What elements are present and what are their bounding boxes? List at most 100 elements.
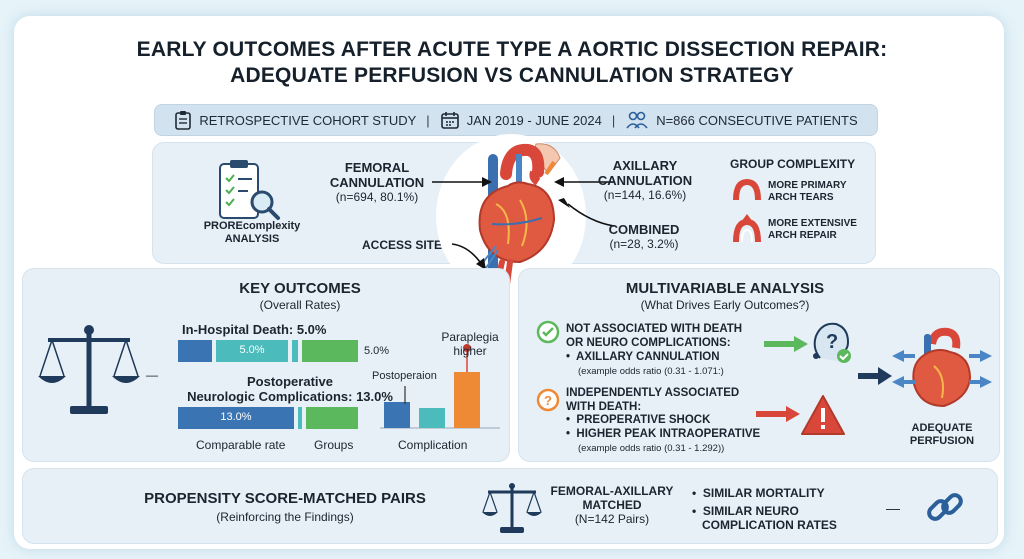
neuro-label-line1: Postoperative <box>247 374 333 389</box>
perfusion-heart-icon <box>892 327 992 408</box>
femoral-title-2: CANNULATION <box>329 175 425 190</box>
finding-2-line2: COMPLICATION RATES <box>702 518 837 532</box>
adequate-line2: PERFUSION <box>909 435 975 447</box>
femoral-count: (n=694, 80.1%) <box>335 190 419 204</box>
study-design: RETROSPECTIVE COHORT STUDY <box>174 110 416 130</box>
independent-item-2-label: HIGHER PEAK INTRAOPERATIVE <box>576 428 761 440</box>
title-line-1: EARLY OUTCOMES AFTER ACUTE TYPE A AORTIC… <box>136 38 888 61</box>
matched-line1: FEMORAL-AXILLARY <box>550 484 674 498</box>
neuro-bar-segment-1: 13.0% <box>178 407 294 429</box>
complexity-item-1-line2: ARCH TEARS <box>768 192 834 203</box>
death-side-value: 5.0% <box>364 345 390 357</box>
key-outcomes-subtitle: (Overall Rates) <box>259 298 341 312</box>
independent-item-1: • PREOPERATIVE SHOCK <box>566 414 711 426</box>
matched-count: (N=142 Pairs) <box>574 512 650 526</box>
svg-text:?: ? <box>826 331 838 353</box>
adequate-line1: ADEQUATE <box>911 422 973 434</box>
death-bar-segment-2: 5.0% <box>216 340 288 362</box>
clipboard-icon <box>175 111 192 130</box>
neuro-bar-segment-3 <box>306 407 358 429</box>
separator: | <box>611 112 616 128</box>
complexity-item-2: MORE EXTENSIVE ARCH REPAIR <box>768 218 857 242</box>
key-outcomes-panel <box>22 268 510 462</box>
axillary-cannulation: AXILLARY CANNULATION (n=144, 16.6%) <box>590 158 700 203</box>
paraplegia-label: Paraplegia higher <box>432 330 508 358</box>
caption-comparable: Comparable rate <box>196 438 286 452</box>
svg-text:?: ? <box>544 393 552 408</box>
multivariable-subtitle: (What Drives Early Outcomes?) <box>640 298 810 312</box>
complication-bar-chart <box>380 344 500 429</box>
clipboard-magnifier-icon <box>219 160 280 220</box>
separator: | <box>426 112 430 128</box>
propensity-dash: — <box>886 500 900 516</box>
analysis-label-line1: PROREcomplexity <box>203 220 301 232</box>
top-arrows-right <box>554 177 615 227</box>
adequate-perfusion-label: ADEQUATE PERFUSION <box>900 422 984 448</box>
combined-count: (n=28, 3.2%) <box>609 237 679 251</box>
study-info-bar: RETROSPECTIVE COHORT STUDY | JAN 2019 - … <box>154 104 878 136</box>
finding-2: • SIMILAR NEURO COMPLICATION RATES <box>692 504 837 532</box>
propensity-title: PROPENSITY SCORE-MATCHED PAIRS <box>144 490 426 507</box>
analysis-label-line2: ANALYSIS <box>224 233 280 245</box>
chart-bar-1 <box>419 408 445 428</box>
femoral-title-1: FEMORAL <box>344 160 410 175</box>
top-arrows-left <box>432 177 492 270</box>
study-dates-label: JAN 2019 - JUNE 2024 <box>466 112 602 128</box>
independent-item-1-label: PREOPERATIVE SHOCK <box>576 414 711 426</box>
caption-groups: Groups <box>314 438 354 452</box>
axillary-title-2: CANNULATION <box>597 173 693 188</box>
complexity-item-2-line2: ARCH REPAIR <box>768 230 837 241</box>
finding-1-label: SIMILAR MORTALITY <box>702 486 825 500</box>
neuro-label: Postoperative Neurologic Complications: … <box>182 374 398 404</box>
arch-repair-icon <box>733 214 761 243</box>
analysis-label: PROREcomplexity ANALYSIS <box>184 220 320 246</box>
neuro-bar-value: 13.0% <box>220 411 252 423</box>
not-associated-ci: (example odds ratio (0.31 - 1.071:) <box>578 366 724 377</box>
warning-icon <box>801 395 845 435</box>
check-circle-icon <box>536 320 560 344</box>
multivariable-title: MULTIVARIABLE ANALYSIS <box>625 280 825 297</box>
not-associated-item-label: AXILLARY CANNULATION <box>576 351 720 363</box>
study-dates: JAN 2019 - JUNE 2024 <box>440 110 602 130</box>
finding-2-line1: SIMILAR NEURO <box>702 504 799 518</box>
matched-line2: MATCHED <box>582 498 642 512</box>
independent-line1: INDEPENDENTLY ASSOCIATED <box>566 387 740 399</box>
death-bar-value: 5.0% <box>239 344 265 356</box>
neuro-bar-segment-2 <box>298 407 302 429</box>
finding-1: • SIMILAR MORTALITY <box>692 486 825 500</box>
green-arrow-icon <box>764 336 808 352</box>
study-patients: N=866 CONSECUTIVE PATIENTS <box>625 110 858 130</box>
not-associated-heading: NOT ASSOCIATED WITH DEATH OR NEURO COMPL… <box>566 322 742 350</box>
femoral-cannulation: FEMORAL CANNULATION (n=694, 80.1%) <box>322 160 432 205</box>
chart-bar-2 <box>454 372 480 428</box>
title-line-2: ADEQUATE PERFUSION VS CANNULATION STRATE… <box>230 64 794 87</box>
paraplegia-line1: Paraplegia <box>441 330 499 344</box>
death-bar-segment-1 <box>178 340 212 362</box>
navy-arrow-icon <box>858 367 892 385</box>
not-associated-item: • AXILLARY CANNULATION <box>566 351 720 363</box>
death-bar-segment-4 <box>302 340 358 362</box>
complexity-item-2-line1: MORE EXTENSIVE <box>768 218 857 229</box>
people-icon <box>626 111 648 129</box>
chart-bar-0 <box>384 402 410 428</box>
scales-small-icon <box>482 483 542 533</box>
death-bar-segment-3 <box>292 340 298 362</box>
key-outcomes-title: KEY OUTCOMES <box>239 280 361 297</box>
red-arrow-icon <box>756 406 800 422</box>
death-label: In-Hospital Death: 5.0% <box>182 322 327 337</box>
axillary-title-1: AXILLARY <box>612 158 678 173</box>
axillary-count: (n=144, 16.6%) <box>603 188 687 202</box>
combined-title: COMBINED <box>608 222 680 237</box>
independent-line2: WITH DEATH: <box>566 401 642 413</box>
not-associated-line1: NOT ASSOCIATED WITH DEATH <box>566 323 743 335</box>
neuro-label-line2: Neurologic Complications: 13.0% <box>187 389 393 404</box>
complication-label: Complication <box>398 438 468 452</box>
combined-cannulation: COMBINED (n=28, 3.2%) <box>594 222 694 252</box>
independent-ci: (example odds ratio (0.31 - 1.292)) <box>578 443 725 454</box>
paraplegia-line2: higher <box>453 344 487 358</box>
study-patients-label: N=866 CONSECUTIVE PATIENTS <box>656 112 858 128</box>
scales-icon <box>38 325 140 414</box>
not-associated-line2: OR NEURO COMPLICATIONS: <box>566 337 731 349</box>
matched-label: FEMORAL-AXILLARY MATCHED (N=142 Pairs) <box>546 484 678 526</box>
question-head-icon: ? <box>813 322 851 363</box>
